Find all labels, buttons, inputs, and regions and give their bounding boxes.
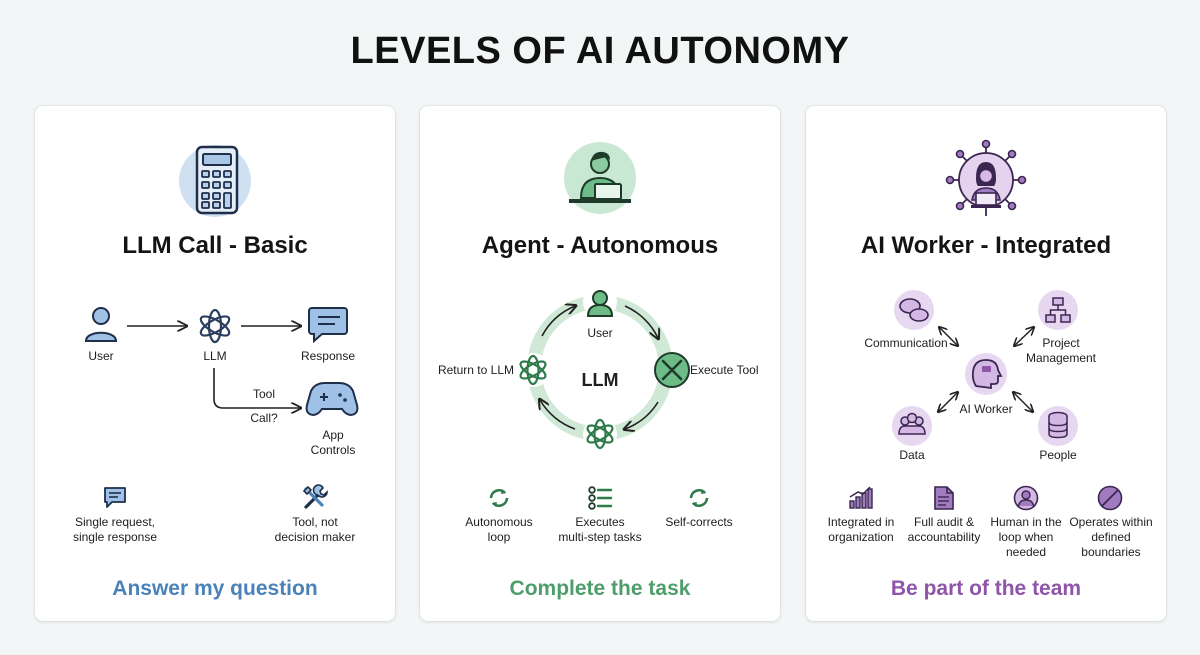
bar-chart-icon xyxy=(849,486,873,509)
feature-label: multi-step tasks xyxy=(558,530,642,544)
hub-project-management: Project xyxy=(1042,336,1080,350)
feature-label: Integrated in xyxy=(827,515,895,529)
card-title: LLM Call - Basic xyxy=(122,232,308,259)
feature-label: Autonomous xyxy=(465,515,533,529)
user-circle-icon xyxy=(1013,485,1039,511)
tool-call-label: Tool xyxy=(252,387,275,401)
tool-call-label-2: Call? xyxy=(250,411,278,425)
openai-icon xyxy=(583,417,617,451)
cycle-return-to-llm: Return to LLM xyxy=(437,363,514,377)
feature-label: Operates within xyxy=(1069,515,1153,529)
boundary-icon xyxy=(1097,485,1123,511)
feature-label: single response xyxy=(72,530,158,544)
card-agent: Agent - Autonomous xyxy=(420,106,780,621)
org-chart-icon xyxy=(1038,290,1078,330)
feature-label: Single request, xyxy=(74,515,156,529)
cycle-center-llm: LLM xyxy=(581,370,619,390)
feature-label: Human in the xyxy=(990,515,1062,529)
tagline: Answer my question xyxy=(112,577,318,600)
card-llm-call: LLM Call - Basic xyxy=(35,106,395,621)
node-app-controls: App Controls xyxy=(310,428,356,457)
feature-label: loop when xyxy=(998,530,1054,544)
chat-icon xyxy=(104,487,126,508)
card-ai-worker: AI Worker - Integrated xyxy=(806,106,1166,621)
feature-label: needed xyxy=(1005,545,1047,559)
hub-diagram xyxy=(892,290,1078,446)
network-person-icon xyxy=(945,139,1027,216)
hub-communication: Communication xyxy=(864,336,948,350)
node-llm: LLM xyxy=(203,349,227,363)
person-laptop-icon xyxy=(564,142,636,214)
feature-label: defined xyxy=(1091,530,1131,544)
feature-label: loop xyxy=(487,530,511,544)
gamepad-icon xyxy=(305,382,359,417)
document-icon xyxy=(934,486,954,510)
node-response: Response xyxy=(300,349,356,363)
hub-people: People xyxy=(1039,448,1077,462)
checklist-icon xyxy=(588,486,613,510)
message-icon xyxy=(308,307,348,344)
chat-bubbles-icon xyxy=(894,290,934,330)
team-icon xyxy=(892,406,932,446)
feature-label: decision maker xyxy=(274,530,356,544)
hub-center-ai-worker: AI Worker xyxy=(959,402,1013,416)
feature-label: organization xyxy=(828,530,894,544)
feature-label: boundaries xyxy=(1081,545,1141,559)
cycle-execute-tool: Execute Tool xyxy=(690,363,759,377)
user-icon xyxy=(583,285,617,319)
page-title: LEVELS OF AI AUTONOMY xyxy=(350,30,850,72)
flow-diagram xyxy=(84,307,359,417)
feature-label: Full audit & xyxy=(913,515,975,529)
tagline: Complete the task xyxy=(509,577,691,600)
node-user: User xyxy=(88,349,114,363)
cycle-user: User xyxy=(587,326,613,340)
card-title: AI Worker - Integrated xyxy=(860,232,1112,259)
hub-data: Data xyxy=(899,448,925,462)
tools-icon xyxy=(302,484,328,509)
wrench-icon xyxy=(654,352,690,388)
calculator-icon xyxy=(179,145,251,217)
tagline: Be part of the team xyxy=(890,577,1082,600)
feature-label: Tool, not xyxy=(292,515,338,529)
agent-cycle-diagram xyxy=(516,285,690,451)
openai-icon xyxy=(516,353,550,387)
loop-icon xyxy=(489,489,509,507)
ai-head-icon xyxy=(965,353,1007,395)
database-icon xyxy=(1038,406,1078,446)
card-title: Agent - Autonomous xyxy=(481,232,719,259)
refresh-icon xyxy=(689,489,709,507)
openai-icon xyxy=(199,308,231,344)
feature-label: accountability xyxy=(907,530,981,544)
hub-project-management-2: Management xyxy=(1025,351,1097,365)
feature-label: Executes xyxy=(575,515,625,529)
user-icon xyxy=(84,307,118,342)
feature-label: Self-corrects xyxy=(665,515,733,529)
